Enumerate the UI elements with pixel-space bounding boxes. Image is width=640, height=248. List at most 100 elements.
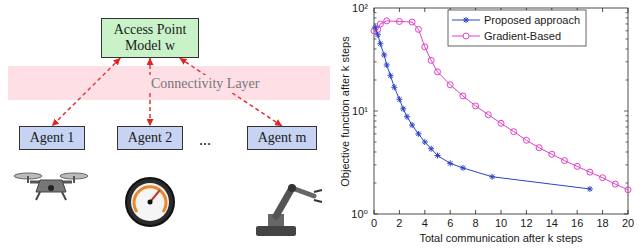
tick <box>475 210 476 214</box>
circle-marker <box>511 129 517 135</box>
circle-marker <box>428 57 434 63</box>
tick <box>626 61 629 62</box>
star-marker <box>400 106 406 112</box>
node-text: Access Point <box>114 22 187 38</box>
tick <box>374 126 377 127</box>
star-marker <box>489 174 495 180</box>
tick <box>374 17 377 18</box>
tick <box>626 164 629 165</box>
legend <box>448 10 586 46</box>
circle-marker <box>435 69 441 75</box>
tick <box>626 12 629 13</box>
node-text: Agent 1 <box>30 130 75 146</box>
agent-box: Agent 2 <box>117 126 184 150</box>
star-marker <box>372 24 378 30</box>
tick <box>374 120 377 121</box>
tick <box>424 210 425 214</box>
circle-marker <box>447 82 453 88</box>
tick <box>374 151 377 152</box>
circle-marker <box>377 21 383 27</box>
star-marker <box>391 84 397 90</box>
tick <box>374 133 377 134</box>
x-tick-label: 4 <box>422 217 428 230</box>
star-marker <box>587 186 593 192</box>
star-marker <box>422 139 428 145</box>
star-marker <box>460 165 466 171</box>
y-tick-label: 10⁰ <box>351 208 368 221</box>
band-label: Connectivity Layer <box>148 75 262 93</box>
proposed-curve <box>375 27 590 189</box>
tick <box>626 48 629 49</box>
legend-text: Proposed approach <box>484 14 580 27</box>
tick <box>624 111 628 112</box>
agent-box: Agent 1 <box>19 126 86 150</box>
plot-frame <box>374 8 628 214</box>
tick <box>626 182 629 183</box>
tick <box>624 214 628 215</box>
star-marker <box>384 62 390 68</box>
circle-marker <box>422 44 428 50</box>
legend-text: Gradient-Based <box>484 30 561 43</box>
x-axis-title: Total communication after k steps <box>419 232 582 245</box>
tick <box>374 8 375 12</box>
tick <box>626 17 629 18</box>
tick <box>626 133 629 134</box>
gauge-icon <box>126 178 174 226</box>
tick <box>628 8 629 12</box>
circle-marker <box>574 163 580 169</box>
tick <box>626 39 629 40</box>
tick <box>374 182 377 183</box>
circle-marker <box>587 169 593 175</box>
tick <box>374 142 377 143</box>
legend-box <box>448 10 586 46</box>
tick <box>374 115 377 116</box>
circle-marker <box>549 151 555 157</box>
line-chart <box>371 8 631 214</box>
tick <box>399 210 400 214</box>
y-tick-label: 10² <box>352 2 368 15</box>
tick <box>626 151 629 152</box>
x-tick-label: 8 <box>473 217 479 230</box>
tick <box>374 210 375 214</box>
circle-marker <box>562 158 568 164</box>
y-axis-title: Objective function after k steps <box>338 36 351 186</box>
star-marker <box>409 122 415 128</box>
circle-marker <box>600 175 606 181</box>
x-tick-label: 20 <box>622 217 634 230</box>
star-marker <box>404 114 410 120</box>
star-marker <box>381 52 387 58</box>
tick <box>628 210 629 214</box>
star-marker <box>447 160 453 166</box>
star-marker <box>463 17 469 23</box>
tick <box>626 120 629 121</box>
circle-marker <box>463 33 469 39</box>
x-tick-label: 18 <box>596 217 608 230</box>
x-tick-label: 0 <box>371 217 377 230</box>
circle-marker <box>536 145 542 151</box>
legend-sample <box>452 33 480 39</box>
tick <box>626 23 629 24</box>
tick <box>374 111 378 112</box>
circle-marker <box>460 93 466 99</box>
ellipsis: ... <box>199 131 211 149</box>
drone-icon <box>14 173 88 200</box>
tick <box>501 210 502 214</box>
x-tick-label: 16 <box>571 217 583 230</box>
y-tick-label: 10¹ <box>352 105 368 118</box>
tick <box>374 214 378 215</box>
tick <box>551 210 552 214</box>
tick <box>602 8 603 12</box>
agent-box: Agent m <box>247 126 318 150</box>
circle-marker <box>473 103 479 109</box>
tick <box>626 79 629 80</box>
tick <box>450 210 451 214</box>
tick <box>602 210 603 214</box>
access-point-box: Access PointModel w <box>101 18 200 58</box>
star-marker <box>377 41 383 47</box>
x-tick-label: 6 <box>447 217 453 230</box>
circle-marker <box>612 181 618 187</box>
node-text: Agent m <box>258 130 307 146</box>
tick <box>374 12 377 13</box>
tick <box>626 142 629 143</box>
tick <box>626 126 629 127</box>
